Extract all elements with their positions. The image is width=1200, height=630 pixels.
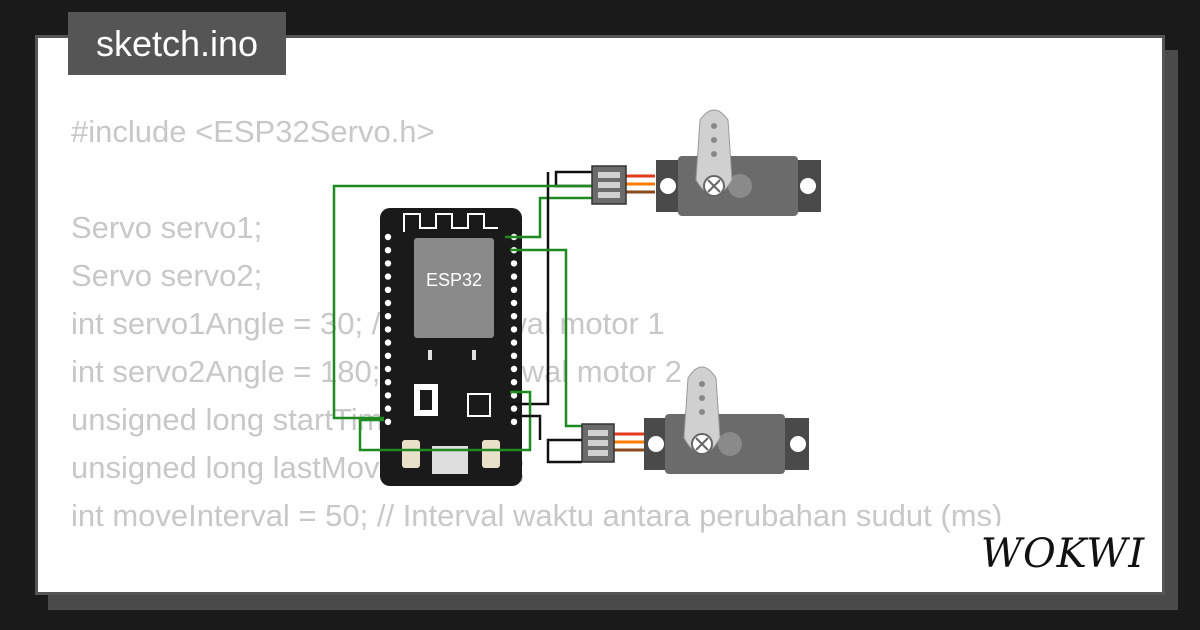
header-pin[interactable]	[384, 365, 392, 373]
preview-card: #include <ESP32Servo.h> Servo servo1; Serv…	[35, 35, 1165, 595]
header-pin[interactable]	[384, 405, 392, 412]
header-pin[interactable]	[510, 286, 518, 293]
esp32-board[interactable]: ESP32	[380, 208, 522, 486]
servo-motor-2[interactable]	[581, 366, 809, 474]
header-pin[interactable]	[384, 247, 392, 254]
code-line: Servo servo1;	[71, 210, 263, 245]
wokwi-logo-text: WOKWI	[981, 531, 1145, 577]
esp32-module-label: ESP32	[426, 270, 482, 290]
header-pin[interactable]	[384, 339, 392, 346]
header-pin[interactable]	[384, 326, 392, 333]
header-pin[interactable]	[384, 352, 392, 359]
wires	[332, 170, 592, 464]
header-pin[interactable]	[510, 352, 518, 359]
header-pin[interactable]	[384, 233, 392, 241]
esp32-module	[414, 238, 494, 338]
header-pin[interactable]	[510, 405, 518, 412]
header-pin[interactable]	[384, 273, 392, 280]
header-pin[interactable]	[384, 392, 392, 399]
header-pin[interactable]	[510, 260, 518, 267]
code-line: int moveInterval = 50; // Interval waktu…	[71, 498, 1003, 533]
header-pin[interactable]	[510, 273, 518, 280]
header-pin[interactable]	[510, 418, 518, 425]
header-pin[interactable]	[510, 339, 518, 346]
header-pin[interactable]	[384, 313, 392, 320]
code-line: Servo servo2;	[71, 258, 263, 293]
header-pin[interactable]	[384, 260, 392, 267]
header-pin[interactable]	[384, 286, 392, 293]
code-line: #include <ESP32Servo.h>	[71, 114, 435, 149]
header-pin[interactable]	[510, 392, 518, 399]
header-pin[interactable]	[510, 365, 518, 373]
header-pin[interactable]	[510, 313, 518, 320]
servo-motor-1[interactable]	[591, 109, 821, 216]
header-pin[interactable]	[510, 326, 518, 333]
file-tab-label: sketch.ino	[95, 22, 259, 64]
header-pin[interactable]	[510, 379, 518, 386]
header-pin[interactable]	[510, 299, 518, 307]
header-pin[interactable]	[384, 418, 392, 425]
header-pin[interactable]	[384, 299, 392, 307]
file-tab[interactable]: sketch.ino	[68, 12, 286, 75]
header-pin[interactable]	[384, 379, 392, 386]
wokwi-logo: WOKWI	[976, 526, 1151, 578]
